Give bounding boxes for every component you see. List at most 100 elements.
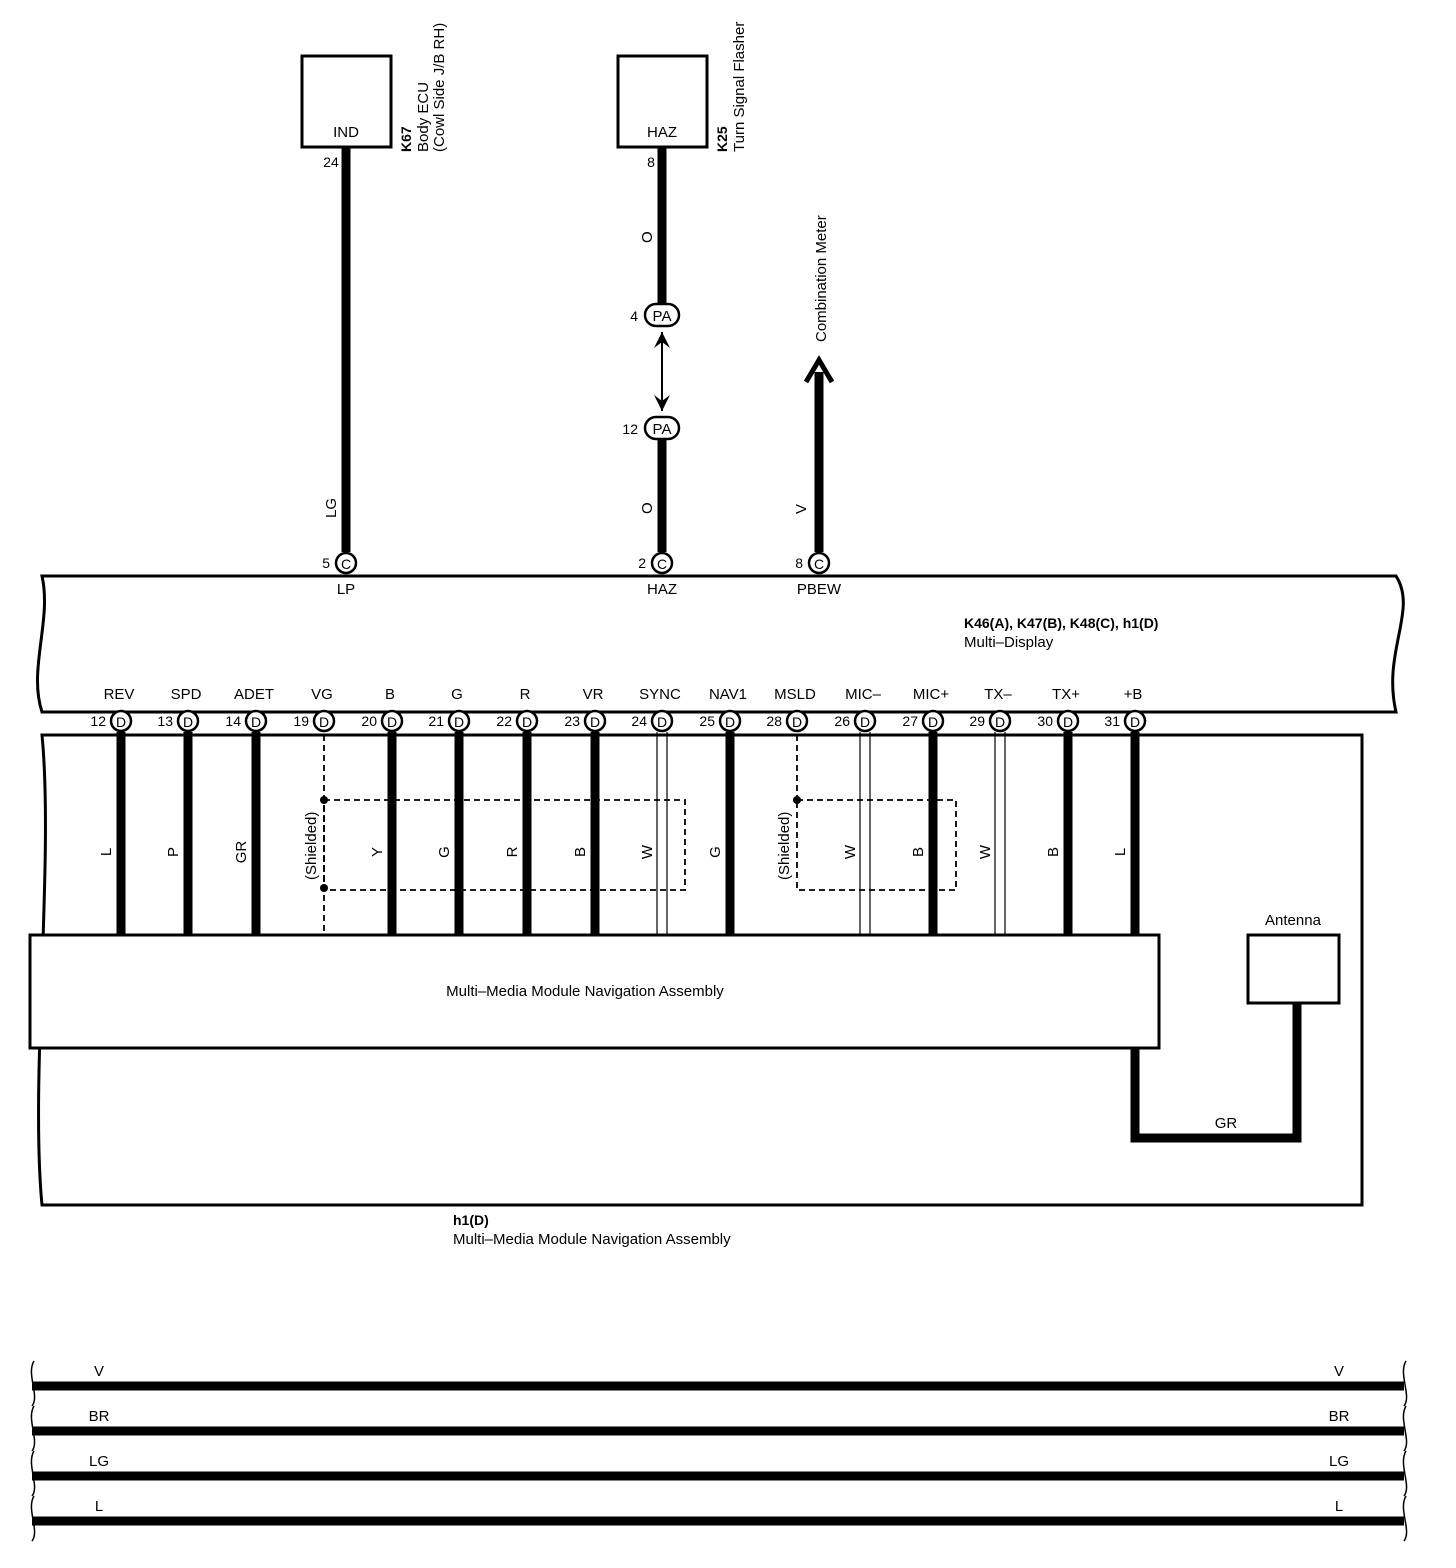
d-pin-connector	[583, 709, 607, 733]
d-pin-connector	[312, 709, 336, 733]
c-pin-number: 2	[638, 555, 646, 571]
d-pin-connector	[988, 709, 1012, 733]
d-pin-signal: VG	[311, 686, 333, 703]
nav-assembly-box	[28, 933, 1161, 1050]
flasher-code: K25	[714, 126, 730, 152]
d-wire-color: G	[707, 846, 724, 858]
bus-label-left: L	[95, 1498, 103, 1515]
pa-upper-label: PA	[653, 308, 672, 325]
d-pin-connector	[447, 709, 471, 733]
d-pin-connector-label: D	[454, 714, 464, 730]
c-pin-number: 5	[322, 555, 330, 571]
break-mark-left	[30, 1495, 36, 1542]
shield-label-video: (Shielded)	[303, 812, 320, 880]
wire-color-v: V	[793, 504, 810, 514]
flasher-pin-number: 8	[647, 154, 655, 170]
shield-junction-top	[320, 796, 328, 804]
pa-arrow-up-icon	[654, 332, 670, 348]
d-pin-connector-label: D	[251, 714, 261, 730]
wire-color-o-lower: O	[639, 502, 656, 514]
d-pin-number: 29	[969, 713, 985, 729]
c-pin-connector-label: C	[341, 556, 351, 572]
d-pin-signal: NAV1	[709, 686, 747, 703]
d-pin-signal: VR	[583, 686, 604, 703]
d-pin-15: D31+B	[1104, 686, 1147, 733]
d-pin-signal: SPD	[171, 686, 202, 703]
d-wire-color: W	[639, 844, 656, 859]
d-pin-connector	[718, 709, 742, 733]
d-wire-color: G	[436, 846, 453, 858]
d-pin-connector	[785, 709, 809, 733]
combination-meter-label: Combination Meter	[813, 215, 830, 342]
d-pin-number: 20	[361, 713, 377, 729]
d-pin-signal: MIC–	[845, 686, 881, 703]
d-pin-connector	[244, 709, 268, 733]
d-pin-connector-label: D	[183, 714, 193, 730]
d-pin-number: 23	[564, 713, 580, 729]
multi-display-body	[35, 574, 1405, 714]
d-pin-number: 19	[293, 713, 309, 729]
c-pin-connector	[334, 551, 358, 575]
shield-group-mic: (Shielded)	[776, 735, 957, 891]
bus-label-right: V	[1334, 1363, 1344, 1380]
break-mark-right	[1402, 1450, 1408, 1497]
d-wire-color: P	[165, 847, 182, 857]
c-pin-connector	[807, 551, 831, 575]
body-ecu-name: Body ECU	[415, 82, 432, 152]
d-pin-signal: MSLD	[774, 686, 816, 703]
c-pin-number: 8	[795, 555, 803, 571]
d-pin-number: 31	[1104, 713, 1120, 729]
d-pin-signal: REV	[104, 686, 135, 703]
break-mark-right	[1402, 1495, 1408, 1542]
d-pin-connector	[1056, 709, 1080, 733]
d-pin-connector-label: D	[725, 714, 735, 730]
d-pin-connector-label: D	[1063, 714, 1073, 730]
break-mark-right	[1402, 1360, 1408, 1407]
d-pin-connector	[176, 709, 200, 733]
antenna: Antenna GR	[1130, 912, 1341, 1143]
flasher-name: Turn Signal Flasher	[731, 22, 748, 152]
turn-signal-flasher-k25: HAZ 8 K25 Turn Signal Flasher	[616, 22, 748, 170]
d-pin-connector-label: D	[387, 714, 397, 730]
d-pin-connector	[109, 709, 133, 733]
h1-name: Multi–Media Module Navigation Assembly	[453, 1231, 731, 1248]
c-pin-connector	[650, 551, 674, 575]
d-pin-signal: TX–	[984, 686, 1012, 703]
d-pin-connector	[853, 709, 877, 733]
break-mark-right	[1402, 1405, 1408, 1452]
pa-arrow-down-icon	[654, 395, 670, 411]
shield-junction-mic	[793, 796, 801, 804]
d-pin-connector-label: D	[590, 714, 600, 730]
d-pin-signal: ADET	[234, 686, 274, 703]
body-ecu-pin-number: 24	[323, 154, 339, 170]
d-pin-signal: +B	[1124, 686, 1143, 703]
d-wire-color: B	[1045, 847, 1062, 857]
c-pin-connector-label: C	[814, 556, 824, 572]
bus-label-left: LG	[89, 1453, 109, 1470]
body-ecu-box	[300, 54, 393, 149]
nav-assembly-label: Multi–Media Module Navigation Assembly	[446, 983, 724, 1000]
shield-label-mic: (Shielded)	[776, 812, 793, 880]
bus-label-right: L	[1335, 1498, 1343, 1515]
d-pin-number: 27	[902, 713, 918, 729]
d-pin-connector-label: D	[319, 714, 329, 730]
d-pin-signal: G	[451, 686, 463, 703]
d-pin-connector-label: D	[116, 714, 126, 730]
d-pin-connector-label: D	[522, 714, 532, 730]
d-pin-connector-label: D	[657, 714, 667, 730]
